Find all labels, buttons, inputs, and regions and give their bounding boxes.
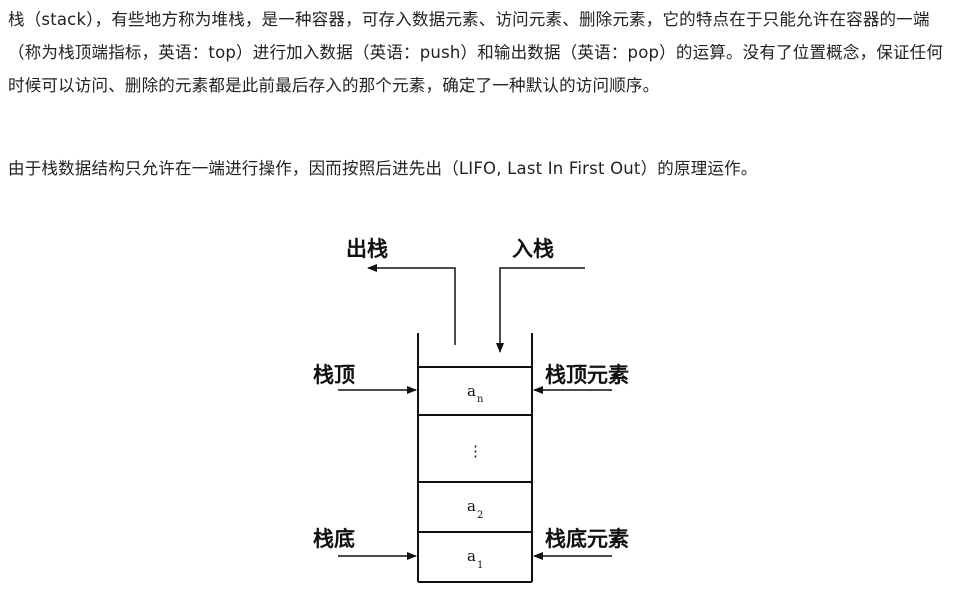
stack-cell-a1: a 1 xyxy=(467,547,483,571)
bottom-element-label: 栈底元素 xyxy=(545,526,629,551)
cell-a1-sub: 1 xyxy=(477,560,483,571)
push-label: 入栈 xyxy=(512,236,554,261)
paragraph-stack-definition: 栈（stack），有些地方称为堆栈，是一种容器，可存入数据元素、访问元素、删除元… xyxy=(8,10,944,95)
pop-arrow xyxy=(367,264,456,345)
cell-a1-base: a xyxy=(467,547,476,565)
cell-a2-sub: 2 xyxy=(477,510,483,521)
stack-cell-an: a n xyxy=(467,382,484,405)
stack-cell-a2: a 2 xyxy=(467,497,483,521)
cell-an-base: a xyxy=(467,382,476,400)
stack-cell-ellipsis: ⋮ xyxy=(468,442,483,460)
pop-label: 出栈 xyxy=(346,236,388,261)
paragraph-lifo-principle: 由于栈数据结构只允许在一端进行操作，因而按照后进先出（LIFO, Last In… xyxy=(8,159,758,178)
bottom-label: 栈底 xyxy=(313,526,355,551)
top-label: 栈顶 xyxy=(313,362,355,387)
cell-an-sub: n xyxy=(477,394,484,405)
top-element-label: 栈顶元素 xyxy=(545,362,629,387)
cell-ellipsis: ⋮ xyxy=(468,442,483,460)
cell-a2-base: a xyxy=(467,497,476,515)
push-arrow xyxy=(496,267,585,353)
